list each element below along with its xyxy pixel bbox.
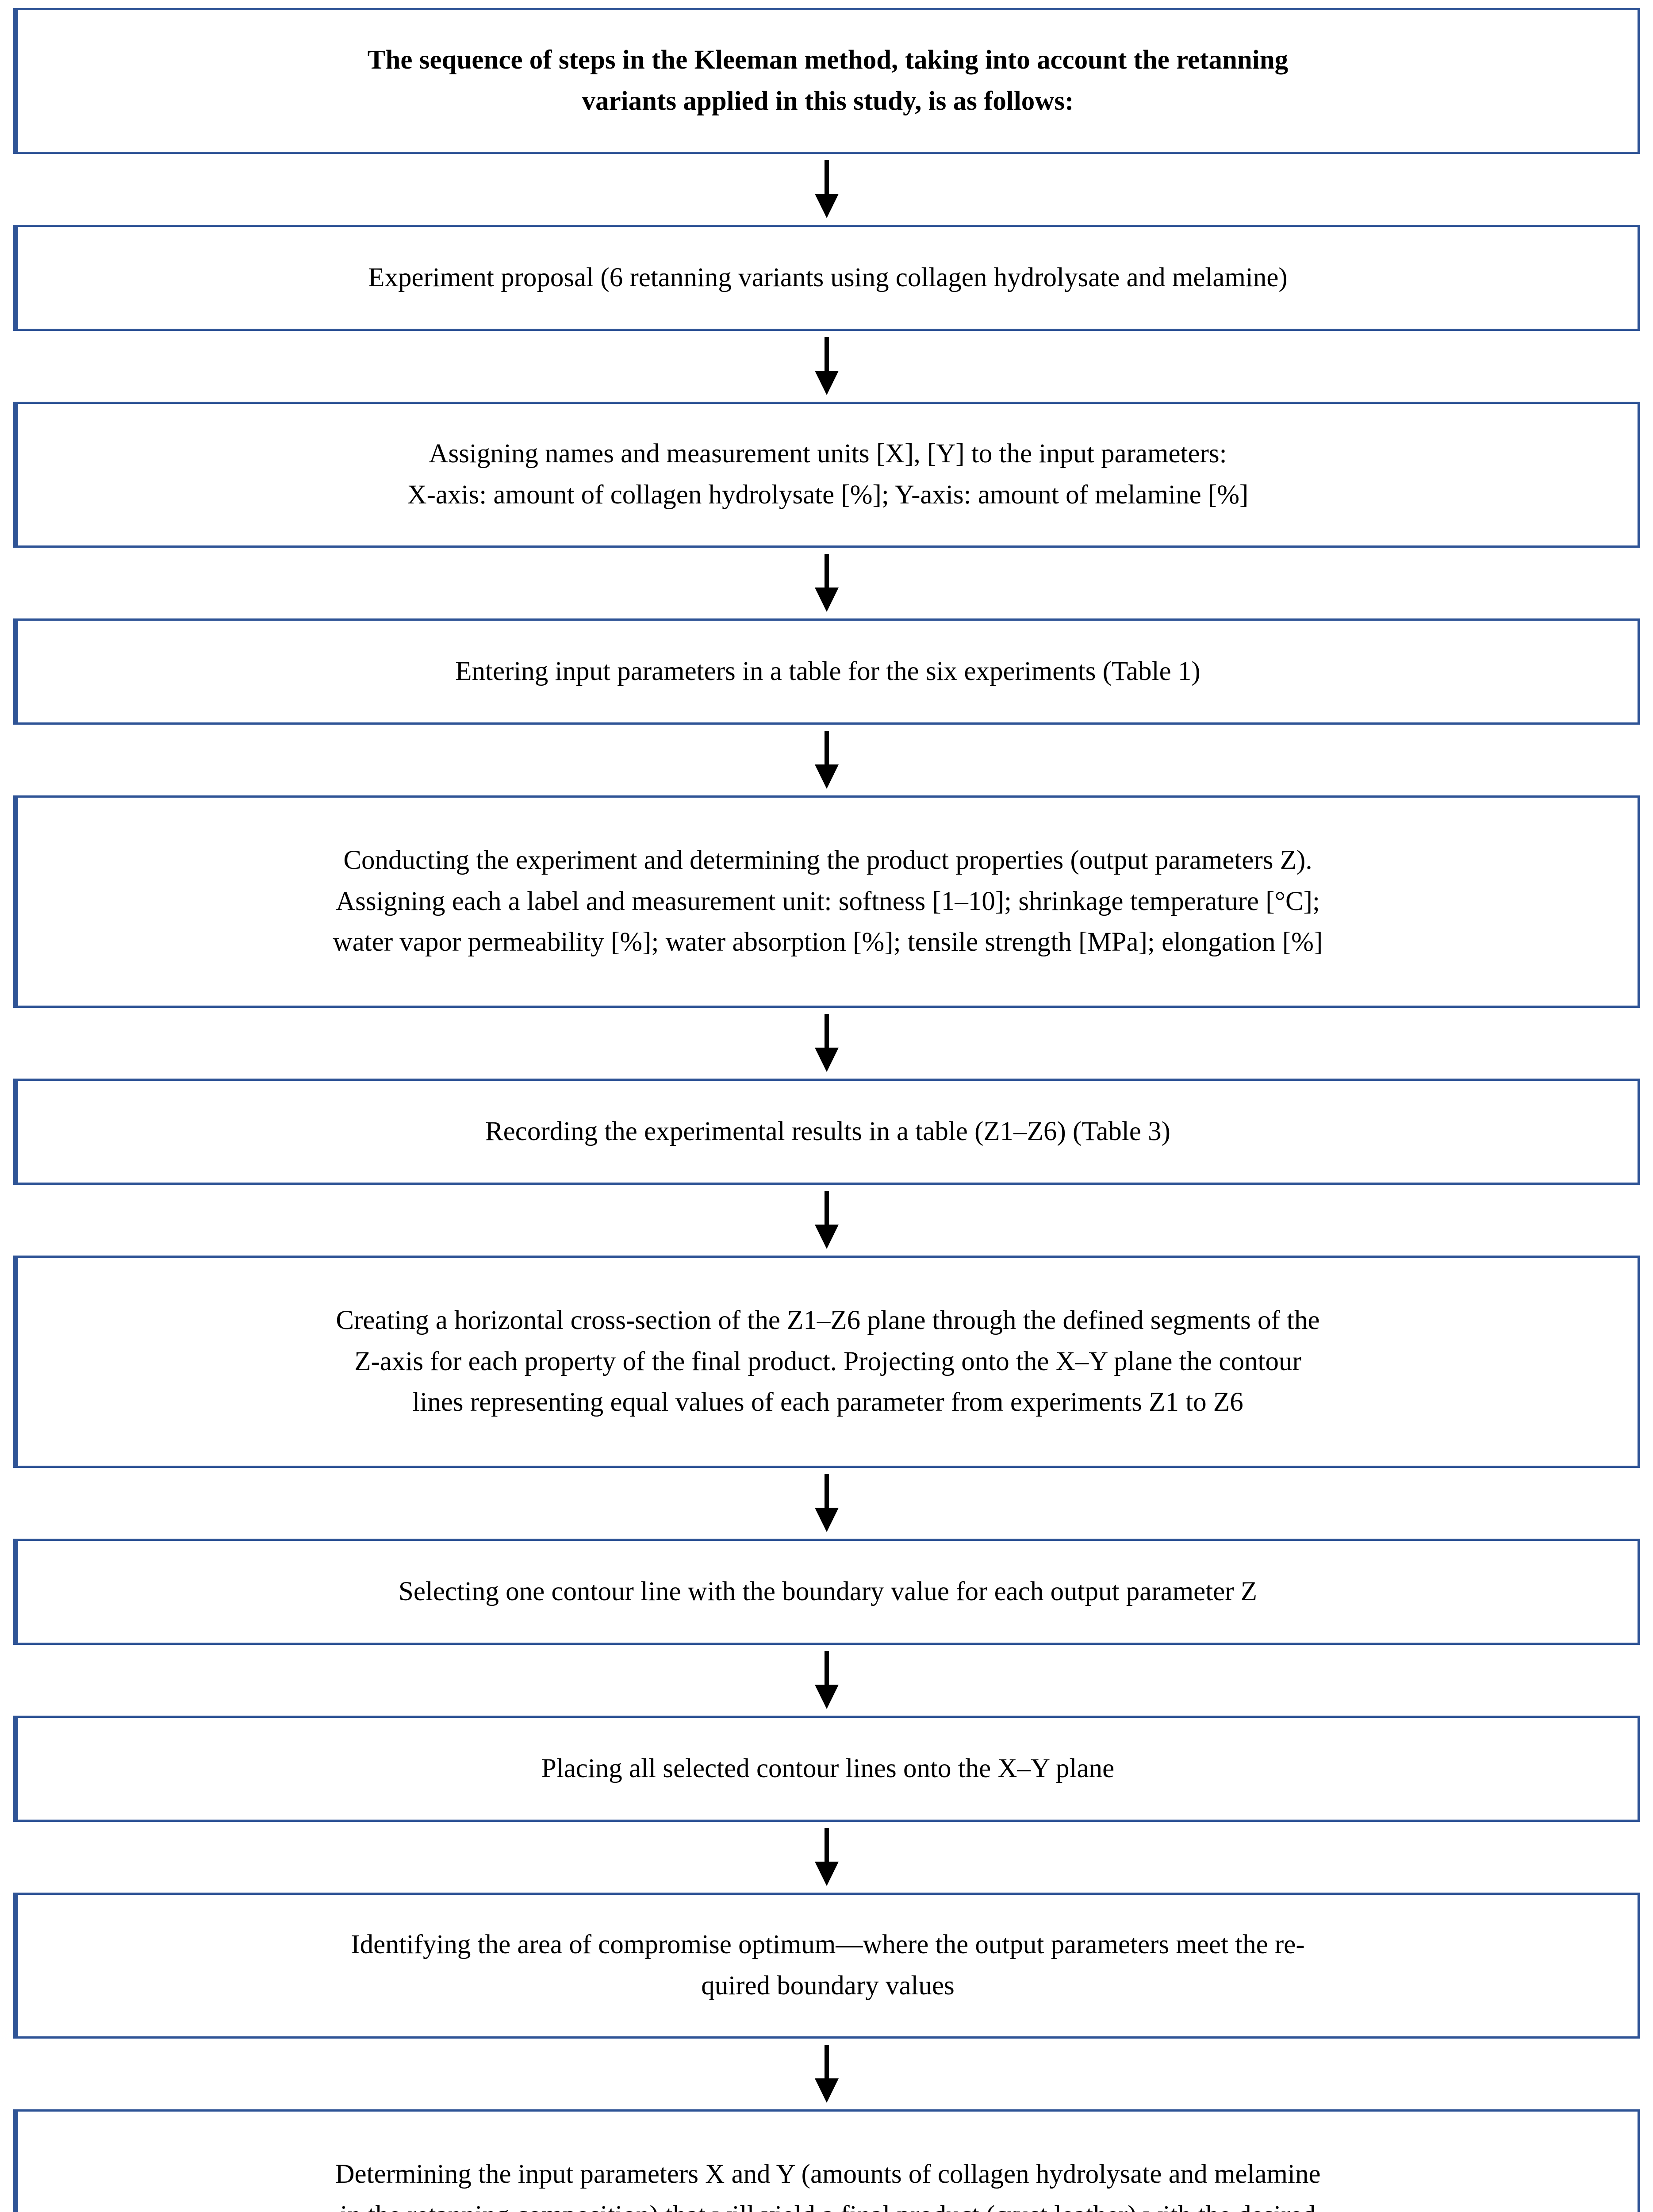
flow-connector-9 <box>13 1822 1640 1893</box>
flow-step-text-line: Assigning each a label and measurement u… <box>336 886 1320 916</box>
flowchart: The sequence of steps in the Kleeman met… <box>13 8 1640 2212</box>
flow-connector-1 <box>13 154 1640 225</box>
flow-step-step-8: Placing all selected contour lines onto … <box>13 1716 1640 1822</box>
flow-connector-5 <box>13 1008 1640 1079</box>
flow-step-text-line: Determining the input parameters X and Y… <box>335 2159 1321 2189</box>
down-arrow-icon <box>814 2045 839 2103</box>
flow-step-text-line: Recording the experimental results in a … <box>485 1116 1170 1146</box>
down-arrow-icon <box>814 554 839 612</box>
flow-connector-3 <box>13 548 1640 618</box>
flow-step-text-line: The sequence of steps in the Kleeman met… <box>367 45 1289 75</box>
flow-step-step-4: Conducting the experiment and determinin… <box>13 795 1640 1008</box>
flow-step-text-line: Placing all selected contour lines onto … <box>541 1753 1115 1783</box>
flow-step-text-line: Selecting one contour line with the boun… <box>398 1576 1258 1606</box>
flow-step-step-3: Entering input parameters in a table for… <box>13 618 1640 725</box>
flow-step-text-line: in the retanning composition) that will … <box>340 2195 1316 2212</box>
flow-step-step-1: Experiment proposal (6 retanning variant… <box>13 225 1640 331</box>
flow-connector-6 <box>13 1185 1640 1256</box>
flow-step-text-line: Conducting the experiment and determinin… <box>343 845 1312 875</box>
flow-step-step-10: Determining the input parameters X and Y… <box>13 2109 1640 2212</box>
flow-step-text-line: Z-axis for each property of the final pr… <box>354 1346 1301 1376</box>
flow-connector-4 <box>13 725 1640 795</box>
down-arrow-icon <box>814 731 839 789</box>
down-arrow-icon <box>814 1014 839 1072</box>
flow-step-text-line: quired boundary values <box>701 1971 955 2001</box>
flow-step-step-5: Recording the experimental results in a … <box>13 1079 1640 1185</box>
down-arrow-icon <box>814 1474 839 1532</box>
flow-connector-7 <box>13 1468 1640 1539</box>
flow-connector-2 <box>13 331 1640 402</box>
flow-connector-8 <box>13 1645 1640 1716</box>
flow-step-step-7: Selecting one contour line with the boun… <box>13 1539 1640 1645</box>
flow-step-step-6: Creating a horizontal cross-section of t… <box>13 1256 1640 1468</box>
flow-step-header: The sequence of steps in the Kleeman met… <box>13 8 1640 154</box>
flow-step-step-2: Assigning names and measurement units [X… <box>13 402 1640 548</box>
flow-step-text-line: Experiment proposal (6 retanning variant… <box>368 262 1288 292</box>
flow-step-text-line: lines representing equal values of each … <box>412 1387 1243 1417</box>
flow-step-step-9: Identifying the area of compromise optim… <box>13 1893 1640 2039</box>
down-arrow-icon <box>814 160 839 218</box>
flow-step-text-line: X-axis: amount of collagen hydrolysate [… <box>407 480 1249 510</box>
flow-step-text-line: Assigning names and measurement units [X… <box>429 439 1227 469</box>
flow-step-text-line: Identifying the area of compromise optim… <box>351 1930 1305 1960</box>
flow-step-text-line: Entering input parameters in a table for… <box>455 656 1200 686</box>
flow-step-text-line: water vapor permeability [%]; water abso… <box>333 927 1323 957</box>
down-arrow-icon <box>814 1828 839 1886</box>
down-arrow-icon <box>814 1651 839 1709</box>
down-arrow-icon <box>814 1191 839 1249</box>
flow-step-text-line: Creating a horizontal cross-section of t… <box>336 1305 1320 1335</box>
flow-connector-10 <box>13 2039 1640 2109</box>
flow-step-text-line: variants applied in this study, is as fo… <box>582 86 1074 116</box>
down-arrow-icon <box>814 337 839 395</box>
